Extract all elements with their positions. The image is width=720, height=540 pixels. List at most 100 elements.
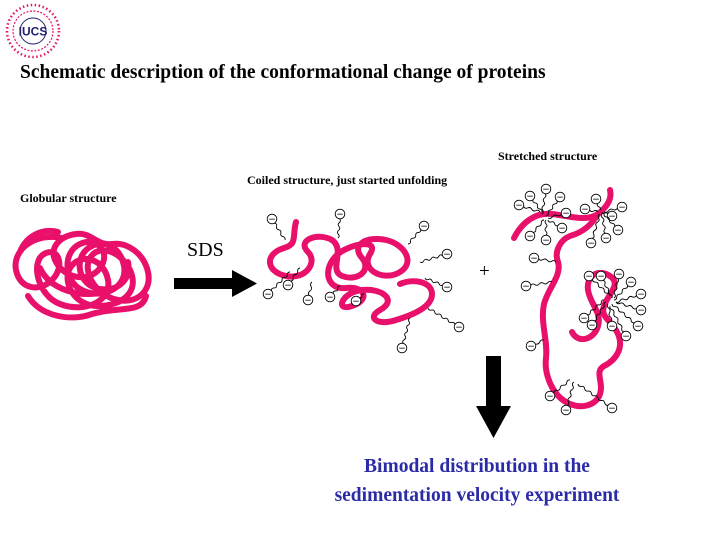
charge-symbol: −: [634, 322, 642, 332]
negative-charge-icon: [524, 230, 536, 242]
sds-molecule: −: [603, 201, 628, 213]
negative-charge-icon: [556, 222, 568, 234]
charge-symbol: −: [637, 290, 645, 300]
negative-charge-icon: [528, 252, 540, 264]
hydrocarbon-tail: [541, 193, 547, 215]
hydrocarbon-tail: [577, 383, 609, 406]
hydrocarbon-tail: [592, 213, 601, 239]
hydrocarbon-tail: [613, 278, 620, 299]
sds-molecule: −: [424, 277, 453, 293]
negative-charge-icon: [560, 404, 572, 416]
charge-symbol: −: [398, 344, 406, 354]
hydrocarbon-tail: [553, 379, 571, 394]
hydrocarbon-tail: [587, 299, 605, 316]
charge-symbol: −: [284, 281, 292, 291]
negative-charge-icon: [620, 330, 632, 342]
sds-molecule: −: [262, 271, 291, 300]
charge-symbol: −: [264, 290, 272, 300]
negative-charge-icon: [613, 268, 625, 280]
hydrocarbon-tail: [523, 206, 541, 213]
sds-molecule: −: [577, 383, 618, 414]
charge-symbol: −: [637, 306, 645, 316]
conclusion-line-1: Bimodal distribution in the: [364, 456, 590, 477]
sds-molecule: −: [603, 213, 624, 236]
negative-charge-icon: [632, 320, 644, 332]
hydrocarbon-tail: [274, 222, 286, 241]
sds-molecule: −: [606, 303, 618, 332]
hydrocarbon-tail: [308, 281, 313, 296]
sds-molecule: −: [609, 305, 632, 342]
sds-molecule: −: [407, 220, 430, 245]
hydrocarbon-tail: [530, 280, 553, 286]
negative-charge-icon: [302, 294, 314, 306]
sds-molecule: −: [583, 270, 611, 297]
negative-charge-icon: [540, 183, 552, 195]
hydrocarbon-tail: [609, 305, 624, 333]
charge-symbol: −: [562, 406, 570, 416]
sds-molecule: −: [547, 207, 572, 219]
negative-charge-icon: [525, 340, 537, 352]
charge-symbol: −: [608, 404, 616, 414]
charge-symbol: −: [527, 342, 535, 352]
negative-charge-icon: [334, 208, 346, 220]
hydrocarbon-tail: [427, 307, 456, 325]
charge-symbol: −: [608, 322, 616, 332]
negative-charge-icon: [513, 199, 525, 211]
charge-symbol: −: [522, 282, 530, 292]
negative-charge-icon: [586, 319, 598, 331]
charge-symbol: −: [443, 283, 451, 293]
negative-charge-icon: [595, 270, 607, 282]
charge-symbol: −: [526, 192, 534, 202]
sds-molecule: −: [350, 293, 365, 307]
sds-molecule: −: [396, 317, 411, 354]
negative-charge-icon: [453, 321, 465, 333]
hydrocarbon-tail: [606, 303, 613, 322]
conclusion-line-2: sedimentation velocity experiment: [334, 485, 620, 506]
sds-molecule: −: [419, 248, 453, 263]
plus-sign: +: [479, 261, 490, 282]
globular-protein: [12, 228, 152, 321]
sds-molecule: −: [334, 208, 346, 239]
hydrocarbon-tail: [603, 208, 618, 213]
negative-charge-icon: [441, 281, 453, 293]
negative-charge-icon: [585, 237, 597, 249]
negative-charge-icon: [606, 402, 618, 414]
sds-molecule: −: [525, 339, 545, 352]
negative-charge-icon: [324, 291, 336, 303]
stretched-protein: [511, 187, 624, 410]
negative-charge-icon: [600, 232, 612, 244]
sds-molecule: −: [600, 213, 612, 244]
hydrocarbon-tail: [544, 219, 548, 236]
hydrocarbon-tail: [419, 254, 443, 263]
hydrocarbon-tail: [603, 213, 616, 227]
negative-charge-icon: [560, 207, 572, 219]
hydrocarbon-tail: [596, 203, 601, 211]
charge-symbol: −: [352, 297, 360, 307]
negative-charge-icon: [396, 342, 408, 354]
sds-molecule: −: [615, 288, 647, 303]
charge-symbol: −: [622, 332, 630, 342]
hydrocarbon-tail: [337, 218, 341, 239]
charge-symbol: −: [587, 239, 595, 249]
sds-molecule: −: [524, 190, 543, 213]
hydrocarbon-tail: [547, 219, 558, 227]
sds-molecule: −: [528, 252, 557, 264]
sds-molecule: −: [545, 191, 566, 217]
charge-symbol: −: [608, 212, 616, 222]
hydrocarbon-tail: [601, 211, 608, 215]
sds-molecule: −: [560, 381, 575, 416]
hydrocarbon-tail: [613, 285, 629, 301]
sds-molecule: −: [282, 267, 301, 291]
hydrocarbon-tail: [424, 277, 443, 286]
hydrocarbon-tail: [545, 200, 558, 217]
charge-symbol: −: [627, 278, 635, 288]
hydrocarbon-tail: [567, 381, 575, 406]
charge-symbol: −: [558, 224, 566, 234]
negative-charge-icon: [282, 279, 294, 291]
sds-molecule: −: [611, 303, 644, 332]
iucs-logo: IUCS: [5, 3, 61, 59]
negative-charge-icon: [612, 224, 624, 236]
negative-charge-icon: [524, 190, 536, 202]
charge-symbol: −: [420, 222, 428, 232]
